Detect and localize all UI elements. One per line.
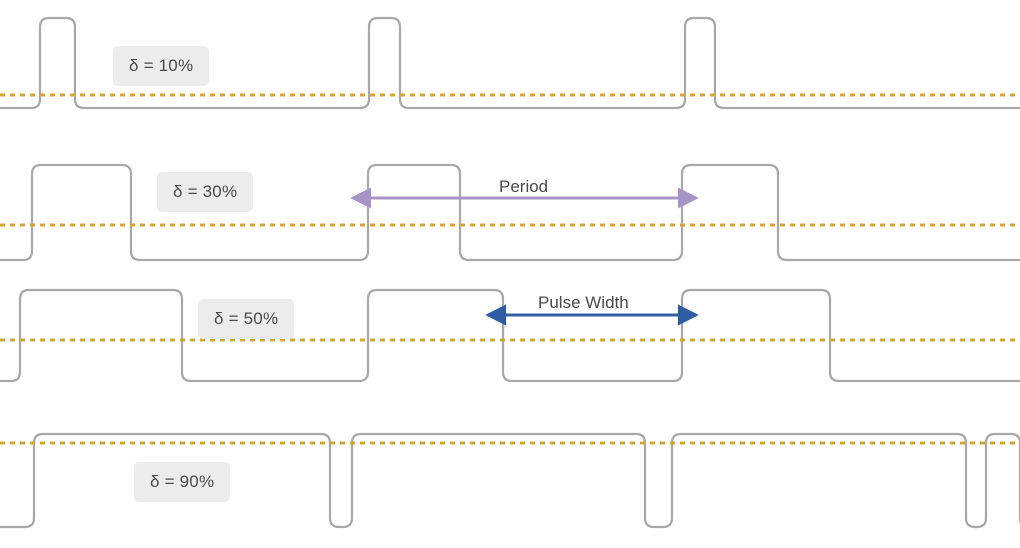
waveform-duty_10 [0,16,1020,110]
duty-cycle-label-90: δ = 90% [134,462,231,502]
duty-cycle-label-10: δ = 10% [113,46,210,86]
waveform-duty_90 [0,432,1020,529]
pulse-width-annotation-label: Pulse Width [538,293,629,312]
duty-cycle-label-30: δ = 30% [157,172,254,212]
annotation-arrow-group [350,187,699,326]
waveform-group [0,16,1020,529]
waveform-duty_50 [0,288,1020,383]
duty-cycle-label-50: δ = 50% [198,299,295,339]
threshold-line-group [0,93,1020,445]
period-annotation-label: Period [499,177,549,196]
waveform-duty_30 [0,163,1020,262]
